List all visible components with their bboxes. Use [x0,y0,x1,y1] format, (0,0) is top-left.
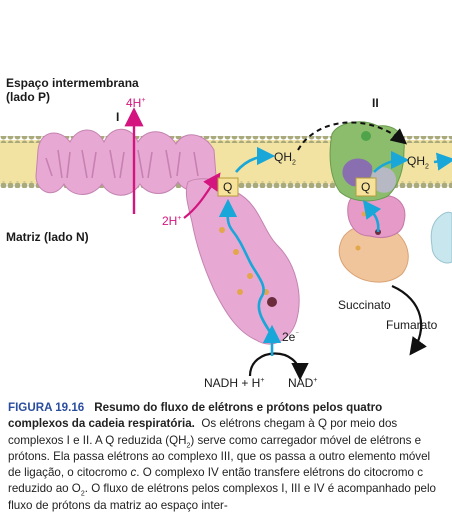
caption-text-2: ) serve como carregador móvel de elétron… [8,433,431,480]
nadh-oxidation-arrow [248,324,309,381]
matrix-label: Matriz (lado N) [6,230,89,244]
two-electrons-label: 2e⁻ [282,330,300,344]
figure-panel: Espaço intermembrana (lado P) Matriz (la… [0,76,452,390]
complex-I-label: I [116,110,120,124]
respiratory-chain-diagram [0,107,452,381]
nad-label: NAD+ [288,376,318,390]
caption-title: Resumo do fluxo de elétrons e prótons pe… [8,401,383,431]
quinone-label-2: Q [361,180,371,194]
complex-II-label: II [372,96,379,110]
intermembrane-space-label: Espaço intermembrana (lado P) [6,76,139,104]
caption-text-4: . O fluxo de elétrons pelos complexos I,… [8,482,436,512]
qh2-label-2: QH2 [407,154,429,171]
succinate-fumarate-arrow [391,284,427,356]
complex-I-shape [35,128,300,345]
qh2-transfer-dashed-arrow [297,121,408,151]
protons-in-label: 2H+ [162,214,182,228]
quinone-label-1: Q [223,180,233,194]
complex-III-partial [430,211,452,264]
caption-italic: c [130,466,137,480]
caption-subscript-1: 2 [186,441,191,449]
quinone-box-complex-II [355,177,377,197]
protons-out-label: 4H+ [126,96,146,110]
caption-text-1: Os elétrons chegam à Q por meio dos comp… [8,417,398,447]
caption-subscript-2: 2 [80,490,85,498]
succinate-label: Succinato [338,298,391,312]
proton-uptake-arrow [183,172,221,219]
fumarate-label: Fumarato [386,318,438,332]
electron-path-complex-I [218,146,276,339]
nadh-label: NADH + H+ [204,376,265,390]
electron-path-complex-II [362,150,452,233]
caption-text-3: . O complexo IV então transfere elétrons… [8,466,424,496]
figure-number: FIGURA 19.16 [8,401,85,414]
qh2-label-1: QH2 [274,150,296,167]
complex-II-shape [329,121,409,283]
quinone-box-complex-I [217,177,239,197]
